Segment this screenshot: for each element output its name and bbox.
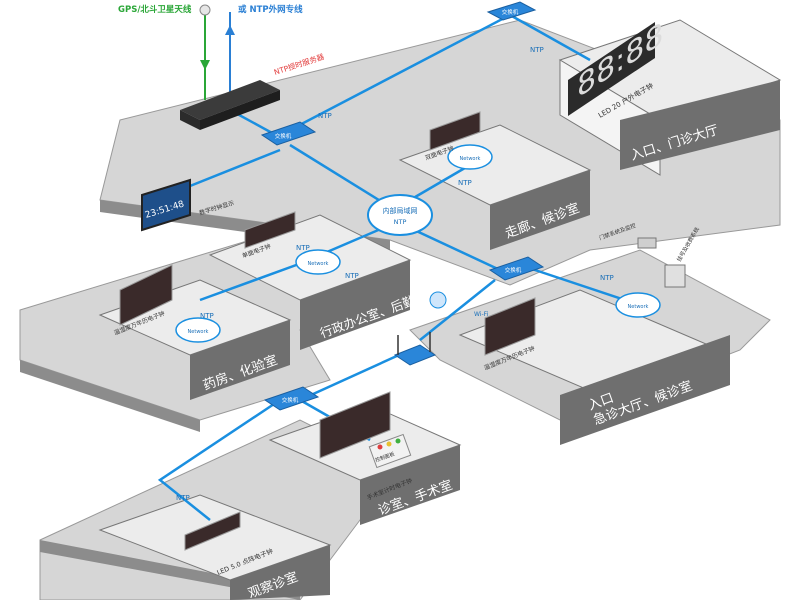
ntp-tag-1: NTP (318, 112, 332, 120)
link-switch1-top (289, 13, 511, 132)
core-ntp: NTP (394, 218, 407, 226)
corr-clock-body (429, 111, 481, 151)
ntp-tag-3: NTP (458, 179, 472, 187)
ctrl-light-green (395, 438, 401, 444)
switch-top-label: 交换机 (502, 8, 519, 16)
ctrl-light-yellow (386, 441, 392, 447)
link-core-wait (409, 163, 471, 202)
sub-networks: Network Network Network Network (175, 144, 661, 343)
switch-3-label: 交换机 (505, 266, 522, 274)
switch-1-label: 交换机 (275, 132, 292, 140)
sub-net-office (295, 249, 341, 275)
link-core-switch3 (409, 226, 501, 272)
gps-antenna-icon (199, 4, 211, 16)
sub-net-office-label: Network (308, 261, 329, 267)
wifi-ap: Wi-Fi (393, 291, 489, 366)
sub-net-wait (447, 144, 493, 170)
ap-label: Wi-Fi (474, 311, 489, 318)
room-gate-front (620, 80, 780, 170)
surgery-ctrl-panel (368, 433, 412, 469)
gps-label: GPS/北斗卫星天线 (118, 4, 192, 15)
monitor-display: 23:51:48 数字时钟显示 (141, 178, 235, 232)
core-ellipse (367, 194, 433, 236)
room-office-front (300, 260, 410, 350)
switch-1-body (260, 121, 317, 146)
sub-net-wait-label: Network (460, 156, 481, 162)
switch-3-body (488, 256, 545, 281)
ntp-tag-5: NTP (345, 272, 359, 280)
pharm-clock-body (119, 264, 173, 326)
ntp-tag-6: NTP (200, 312, 214, 320)
core-label: 内部局域网 (383, 206, 418, 215)
room-observe-front (230, 545, 330, 600)
ntp-tag-4: NTP (296, 244, 310, 252)
core-network: 内部局域网 NTP (367, 194, 433, 236)
ntp-label: 或 NTP外网专线 (238, 4, 303, 15)
room-surgery-front (360, 445, 460, 525)
room-blocks (98, 19, 782, 600)
office-clock-body (244, 211, 296, 249)
surgery-clock: 控制面板 手术室计时电子钟 (319, 391, 413, 502)
door-device (637, 237, 657, 249)
link-office-pharm (199, 258, 311, 302)
sub-net-emerg-label: Network (628, 304, 649, 310)
link-switch1-core (289, 143, 396, 212)
ntp-tag-7: NTP (600, 274, 614, 282)
server-top (180, 80, 280, 120)
room-pharm-front (190, 320, 290, 400)
switch-2: 交换机 (263, 386, 320, 411)
ntp-tag-9: NTP (176, 494, 190, 502)
wifi-signal-icon (429, 291, 447, 309)
switch-1: 交换机 (260, 121, 317, 146)
monitor-screen (141, 178, 191, 232)
link-switch2-observe (157, 398, 281, 521)
ntp-tag-2: NTP (530, 46, 544, 54)
link-ap-switch2 (299, 348, 411, 402)
upstream-lines (199, 4, 235, 100)
sub-net-pharm-label: Network (188, 329, 209, 335)
link-switch1-monitor (179, 148, 281, 192)
led5-body (184, 511, 241, 551)
room-wait-front (490, 170, 590, 250)
sub-net-emerg (615, 292, 661, 318)
server-side (180, 110, 200, 130)
switch-3: 交换机 (488, 256, 545, 281)
floor-left-edge (20, 360, 200, 432)
emerg-clock-body (484, 297, 536, 356)
server-front (200, 90, 280, 130)
ctrl-light-red (377, 444, 383, 450)
link-switch3-ap (419, 279, 496, 341)
switch-2-body (263, 386, 320, 411)
room-emerg-front (560, 335, 730, 445)
led20-frame (568, 22, 655, 116)
switch-top: 交换机 (486, 1, 537, 21)
link-top-gate (509, 13, 591, 62)
gps-arrow-icon (200, 60, 210, 70)
attend-device (664, 264, 686, 288)
switch-top-body (486, 1, 537, 21)
switch-2-label: 交换机 (282, 396, 299, 404)
ntp-arrow-icon (225, 25, 235, 35)
ap-body (393, 344, 437, 366)
sub-net-pharm (175, 317, 221, 343)
surgery-clock-body (319, 391, 391, 459)
